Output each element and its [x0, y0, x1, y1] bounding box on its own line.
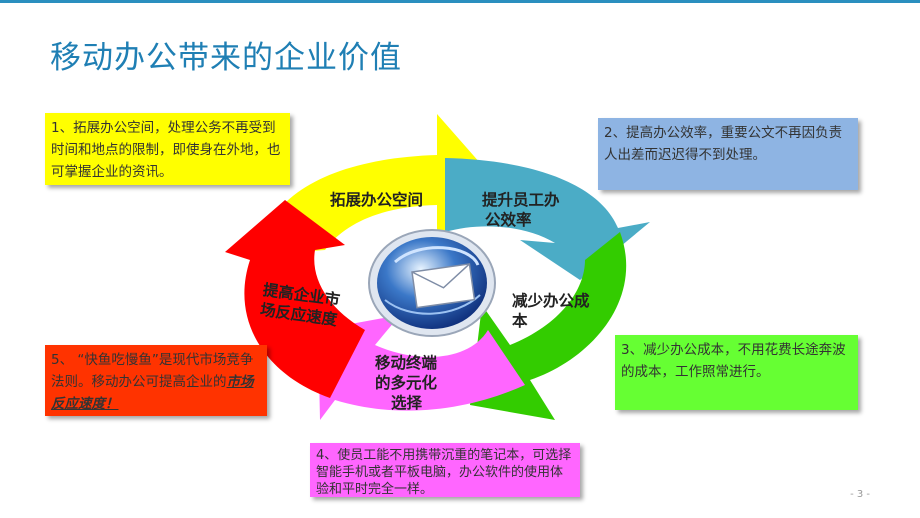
callout-text-1: 1、拓展办公空间，处理公务不再受到时间和地点的限制，即使身在外地，也可掌握企业的…	[51, 120, 281, 180]
page-number: - 3 -	[850, 489, 870, 500]
top-accent-line	[0, 0, 920, 3]
segment-red	[225, 200, 365, 398]
page-title: 移动办公带来的企业价值	[50, 40, 402, 76]
callout-box-4: 4、使员工能不用携带沉重的笔记本，可选择智能手机或者平板电脑，办公软件的使用体验…	[310, 443, 580, 497]
segment-label-efficiency-2: 公效率	[485, 210, 532, 229]
email-globe-icon	[368, 229, 496, 337]
segment-label-cost-2: 本	[512, 311, 528, 330]
segment-label-expand-space: 拓展办公空间	[330, 190, 423, 209]
callout-box-2: 2、提高办公效率，重要公文不再因负责人出差而迟迟得不到处理。	[598, 118, 858, 190]
segment-label-devices-2: 的多元化	[375, 373, 438, 392]
callout-text-5: 5、 “快鱼吃慢鱼”是现代市场竞争法则。移动办公可提高企业的	[51, 352, 254, 390]
segment-label-efficiency-1: 提升员工办	[482, 190, 560, 209]
callout-box-1: 1、拓展办公空间，处理公务不再受到时间和地点的限制，即使身在外地，也可掌握企业的…	[45, 113, 290, 185]
segment-magenta	[318, 315, 525, 420]
callout-box-3: 3、减少办公成本，不用花费长途奔波的成本，工作照常进行。	[615, 335, 858, 410]
segment-label-cost-1: 减少办公成	[512, 291, 590, 310]
callout-text-3: 3、减少办公成本，不用花费长途奔波的成本，工作照常进行。	[621, 342, 846, 380]
segment-yellow	[258, 114, 495, 255]
callout-box-5: 5、 “快鱼吃慢鱼”是现代市场竞争法则。移动办公可提高企业的市场反应速度！	[45, 345, 267, 416]
segment-label-devices-3: 选择	[391, 393, 423, 412]
segment-label-devices-1: 移动终端	[375, 353, 438, 372]
callout-text-2: 2、提高办公效率，重要公文不再因负责人出差而迟迟得不到处理。	[604, 125, 843, 163]
callout-text-4: 4、使员工能不用携带沉重的笔记本，可选择智能手机或者平板电脑，办公软件的使用体验…	[316, 448, 572, 497]
callout-text-5-emphasis: 市场反应速度！	[51, 374, 254, 412]
